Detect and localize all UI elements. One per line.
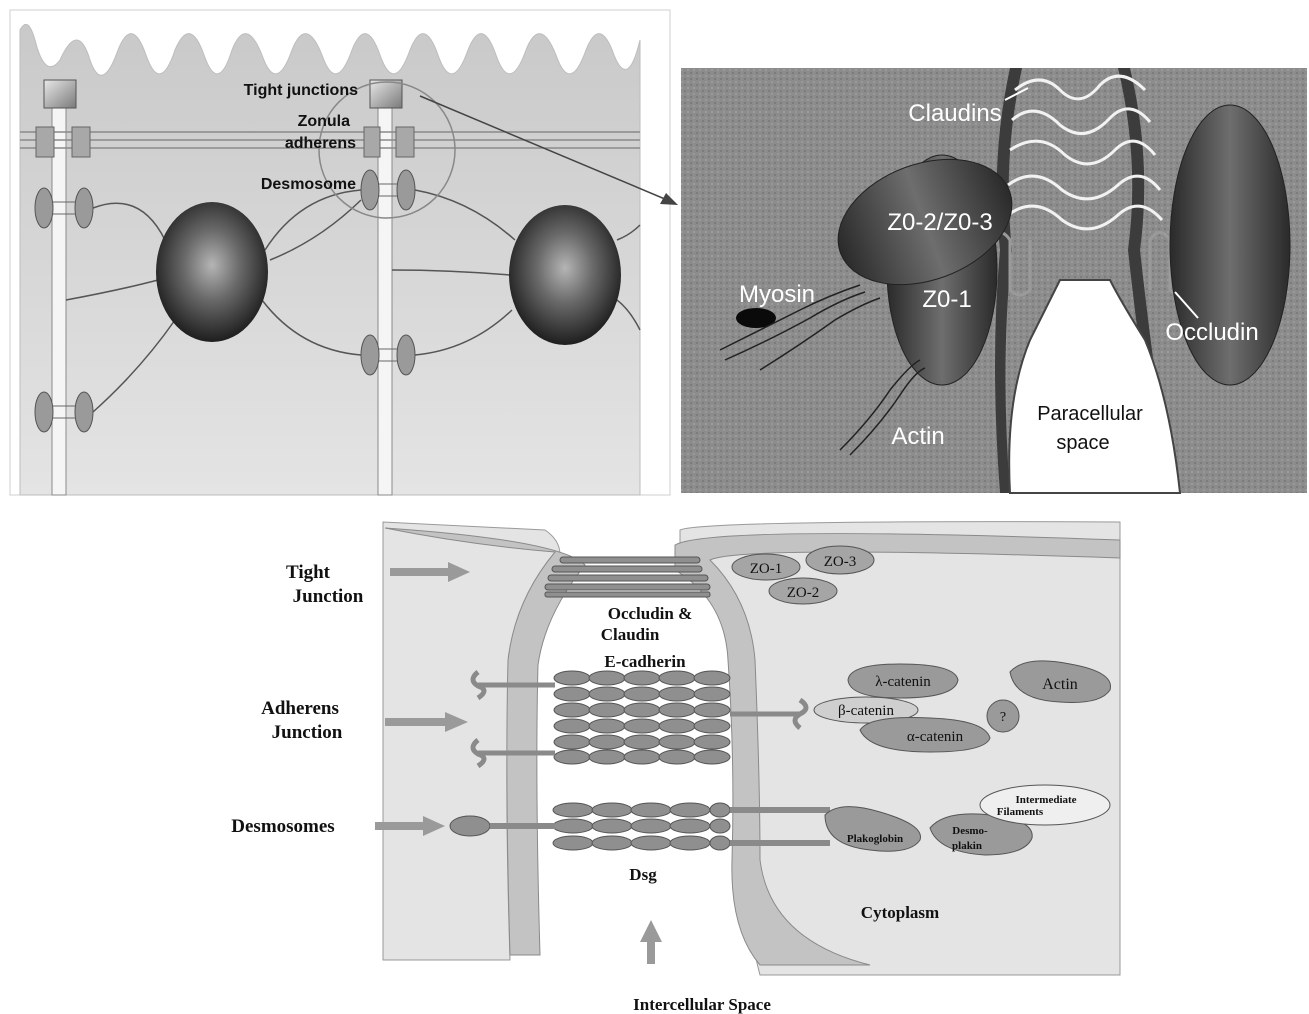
- label-alpha-catenin: α-catenin: [907, 729, 964, 745]
- label-space: space: [1056, 432, 1109, 454]
- label-beta-catenin: β-catenin: [838, 703, 894, 719]
- label-claudin: Claudin: [601, 625, 660, 644]
- label-question: ?: [1000, 710, 1006, 725]
- label-zo2: ZO-2: [787, 585, 820, 601]
- label-adherens: adherens: [285, 135, 356, 152]
- label-lambda-catenin: λ-catenin: [875, 674, 931, 690]
- label-occludin: Occludin: [1165, 319, 1258, 346]
- label-actin: Actin: [1042, 676, 1078, 693]
- adherens-box: [396, 127, 414, 157]
- label-zo2-zo3: Z0-2/Z0-3: [887, 209, 992, 236]
- label-plakin: plakin: [952, 840, 982, 852]
- label-dsg: Dsg: [629, 865, 657, 884]
- label-zo1: ZO-1: [750, 561, 783, 577]
- label-tight: Tight: [286, 562, 331, 583]
- tight-junction-box: [44, 80, 76, 108]
- tight-junction-box: [370, 80, 402, 108]
- label-desmosome: Desmosome: [261, 176, 356, 193]
- nucleus: [156, 202, 268, 342]
- label-claudins: Claudins: [908, 100, 1001, 127]
- label-actin: Actin: [891, 423, 944, 450]
- label-intercellular-space: Intercellular Space: [633, 995, 771, 1014]
- label-plakoglobin: Plakoglobin: [847, 833, 903, 845]
- label-tight-junctions: Tight junctions: [244, 82, 358, 99]
- label-zo3: ZO-3: [824, 554, 857, 570]
- nucleus: [509, 205, 621, 345]
- label-adherens: Adherens: [261, 698, 339, 719]
- label-cytoplasm: Cytoplasm: [861, 903, 939, 922]
- label-junction-2: Junction: [272, 722, 343, 743]
- label-zo1: Z0-1: [922, 286, 971, 313]
- label-e-cadherin: E-cadherin: [604, 652, 686, 671]
- label-filaments: Filaments: [997, 806, 1044, 818]
- panel-b: Claudins Z0-2/Z0-3 Z0-1 Myosin Occludin …: [681, 68, 1307, 493]
- tight-junction-strands: [545, 557, 710, 597]
- label-desmo: Desmo-: [952, 825, 988, 837]
- label-desmosomes: Desmosomes: [231, 816, 334, 837]
- adherens-box: [72, 127, 90, 157]
- label-paracellular: Paracellular: [1037, 403, 1143, 425]
- adherens-box: [36, 127, 54, 157]
- label-zonula: Zonula: [298, 113, 351, 130]
- label-occludin-claudin: Occludin &: [608, 604, 693, 623]
- desmoglein-grid: [553, 803, 730, 850]
- panel-a: Tight junctions Zonula adherens Desmosom…: [10, 10, 678, 495]
- panel-c: Tight Junction Adherens Junction Desmoso…: [231, 522, 1120, 1014]
- left-desmosome-plaque: [450, 816, 490, 836]
- label-intermediate: Intermediate: [1015, 794, 1076, 806]
- e-cadherin-grid: [554, 671, 730, 764]
- adherens-box: [364, 127, 380, 157]
- label-myosin: Myosin: [739, 281, 815, 308]
- label-junction-1: Junction: [293, 586, 364, 607]
